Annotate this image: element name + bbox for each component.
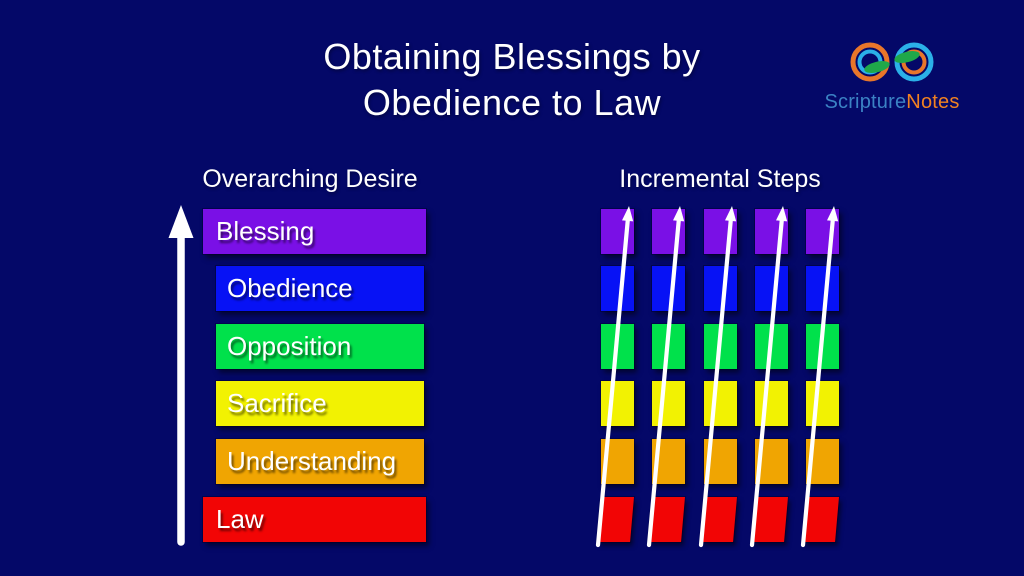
logo-text-notes: Notes — [906, 91, 960, 113]
step-block — [806, 266, 839, 311]
bar-label: Law — [216, 504, 264, 534]
bar-label: Opposition — [227, 331, 352, 361]
step-block — [704, 266, 737, 311]
bar-label: Understanding — [227, 446, 397, 476]
bar-opposition: Opposition — [216, 324, 424, 369]
step-block — [601, 381, 634, 426]
left-section-heading: Overarching Desire — [202, 165, 418, 193]
page-title: Obtaining Blessings by Obedience to Law — [0, 34, 1024, 126]
bar-label: Sacrifice — [227, 388, 327, 418]
up-arrow-icon — [168, 205, 194, 546]
bar-obedience: Obedience — [216, 266, 424, 311]
bar-blessing: Blessing — [203, 209, 426, 254]
bar-understanding: Understanding — [216, 439, 424, 484]
bar-sacrifice: Sacrifice — [216, 381, 424, 426]
bar-law: Law — [203, 497, 426, 542]
right-section-heading: Incremental Steps — [619, 165, 821, 193]
diagonal-up-arrow-icon — [646, 206, 685, 548]
page-title-line2: Obedience to Law — [362, 82, 662, 123]
bar-label: Blessing — [216, 216, 315, 246]
diagonal-arrows-overlay — [595, 206, 839, 548]
step-block — [652, 381, 685, 426]
infinity-leaves-icon — [850, 42, 934, 82]
page-title-line1: Obtaining Blessings by — [323, 36, 701, 77]
step-block — [704, 381, 737, 426]
logo-text-scripture: Scripture — [824, 91, 907, 113]
step-block — [806, 381, 839, 426]
step-block — [755, 266, 788, 311]
diagonal-up-arrow-icon — [800, 206, 839, 548]
logo-wordmark: ScriptureNotes — [812, 91, 972, 114]
step-block — [652, 266, 685, 311]
diagonal-up-arrow-icon — [749, 206, 788, 548]
diagonal-up-arrow-icon — [698, 206, 737, 548]
scripturenotes-logo: ScriptureNotes — [812, 36, 972, 114]
step-block — [755, 381, 788, 426]
step-block — [601, 266, 634, 311]
diagonal-up-arrow-icon — [595, 206, 634, 548]
bar-label: Obedience — [227, 273, 353, 303]
